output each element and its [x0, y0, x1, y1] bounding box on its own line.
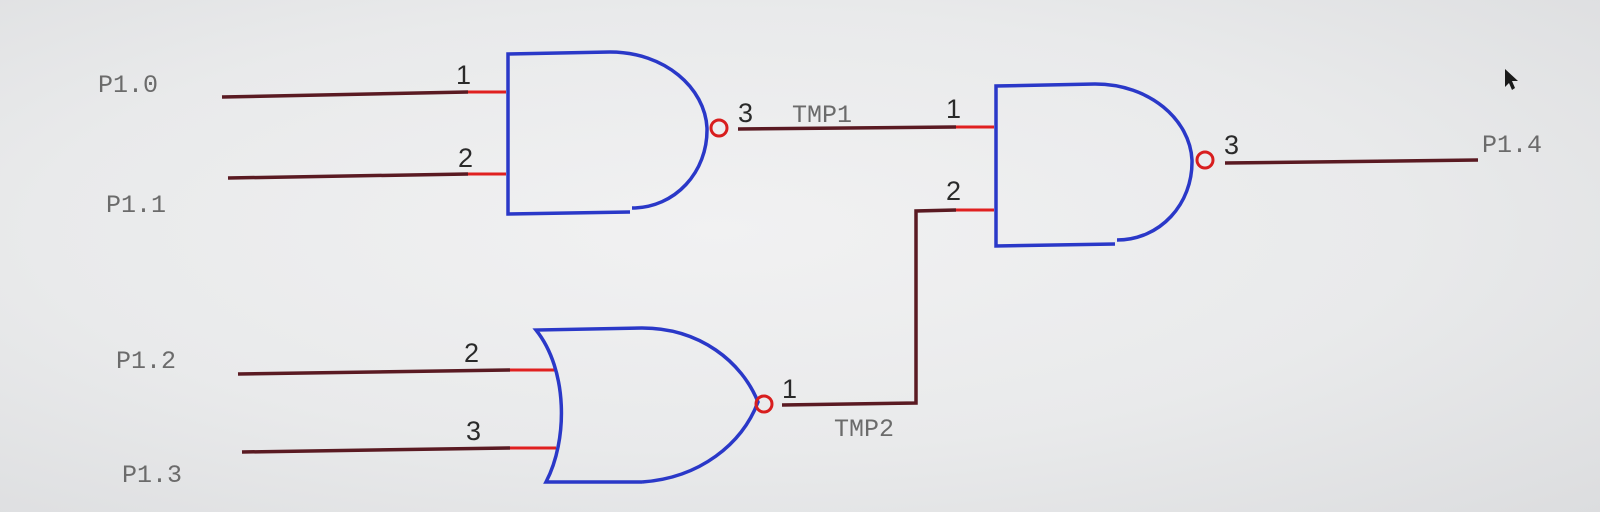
nand-gate-top-left: [506, 50, 709, 216]
gate1-output-bubble: [709, 118, 729, 138]
pin-label-gate2-in2: 2: [946, 176, 961, 206]
mouse-pointer-icon: [1505, 69, 1518, 90]
label-p13: P1.3: [122, 461, 182, 490]
pin-label-gate1-in2: 2: [458, 143, 473, 173]
wire-p10: [221, 90, 469, 99]
pin-label-gate3-in1: 2: [464, 338, 479, 368]
pin-label-gate1-in1: 1: [456, 60, 471, 90]
wire-p11: [227, 172, 469, 180]
wire-p12: [237, 368, 511, 376]
pin-label-gate3-out: 1: [782, 374, 797, 404]
label-tmp2: TMP2: [834, 415, 894, 444]
gate3-output-bubble: [754, 394, 774, 414]
wire-tmp1: [737, 125, 957, 131]
pin-label-gate3-in2: 3: [466, 416, 481, 446]
label-p11: P1.1: [106, 191, 166, 220]
pin-label-gate2-out: 3: [1224, 130, 1239, 160]
pin-label-gate2-in1: 1: [946, 94, 961, 124]
pin-label-gate1-out: 3: [738, 98, 753, 128]
gate2-output-bubble: [1195, 150, 1215, 170]
wire-p14: [1224, 158, 1479, 165]
nor-gate-bottom: [532, 326, 760, 484]
label-p10: P1.0: [98, 71, 158, 100]
label-p14: P1.4: [1482, 131, 1542, 160]
label-p12: P1.2: [116, 347, 176, 376]
wire-tmp2: [781, 208, 957, 407]
label-tmp1: TMP1: [792, 101, 852, 130]
wire-p13: [241, 446, 511, 454]
nand-gate-right: [994, 82, 1194, 248]
